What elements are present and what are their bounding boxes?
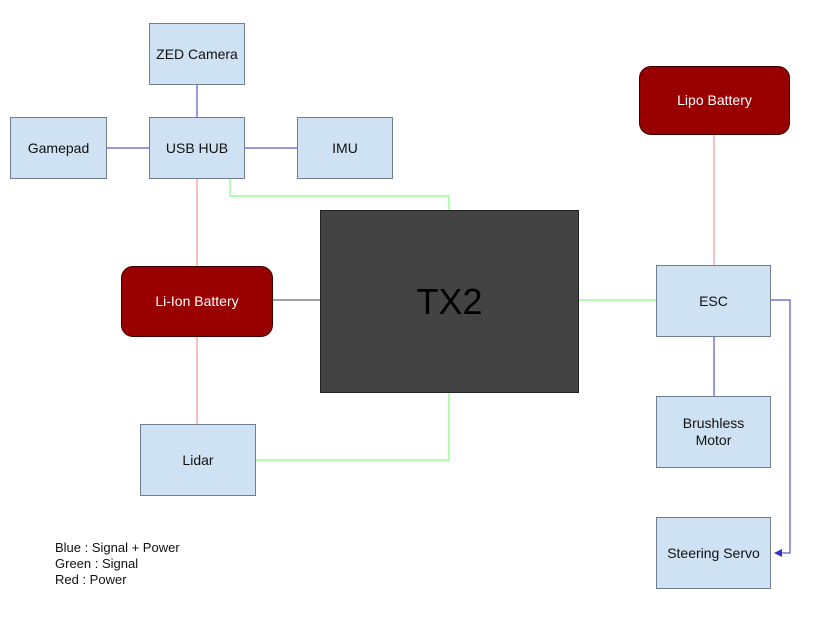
usb-hub-label: USB HUB xyxy=(165,139,229,156)
line-esc-to-servo xyxy=(771,299,791,557)
lidar-label: Lidar xyxy=(182,451,214,468)
esc-label: ESC xyxy=(699,292,728,309)
li-ion-battery-box: Li-Ion Battery xyxy=(121,266,273,337)
zed-camera-label: ZED Camera xyxy=(156,45,238,62)
imu-label: IMU xyxy=(332,139,358,156)
steering-servo-label: Steering Servo xyxy=(667,544,760,561)
legend: Blue : Signal + Power Green : Signal Red… xyxy=(55,540,180,588)
legend-red: Red : Power xyxy=(55,572,127,587)
usb-hub-box: USB HUB xyxy=(149,117,245,179)
gamepad-label: Gamepad xyxy=(27,139,90,156)
steering-servo-box: Steering Servo xyxy=(656,517,771,589)
tx2-box: TX2 xyxy=(320,210,579,393)
zed-camera-box: ZED Camera xyxy=(149,23,245,85)
lidar-box: Lidar xyxy=(140,424,256,496)
brushless-motor-box: Brushless Motor xyxy=(656,396,771,468)
brushless-motor-label: Brushless Motor xyxy=(682,415,745,448)
imu-box: IMU xyxy=(297,117,393,179)
lipo-battery-box: Lipo Battery xyxy=(639,66,790,135)
line-hub-to-tx2 xyxy=(229,179,450,210)
gamepad-box: Gamepad xyxy=(10,117,107,179)
li-ion-battery-label: Li-Ion Battery xyxy=(155,293,239,309)
legend-blue: Blue : Signal + Power xyxy=(55,540,180,555)
legend-green: Green : Signal xyxy=(55,556,139,571)
lipo-battery-label: Lipo Battery xyxy=(677,92,752,108)
line-lidar-to-tx2 xyxy=(256,393,450,461)
esc-box: ESC xyxy=(656,265,771,337)
tx2-label: TX2 xyxy=(416,281,483,322)
